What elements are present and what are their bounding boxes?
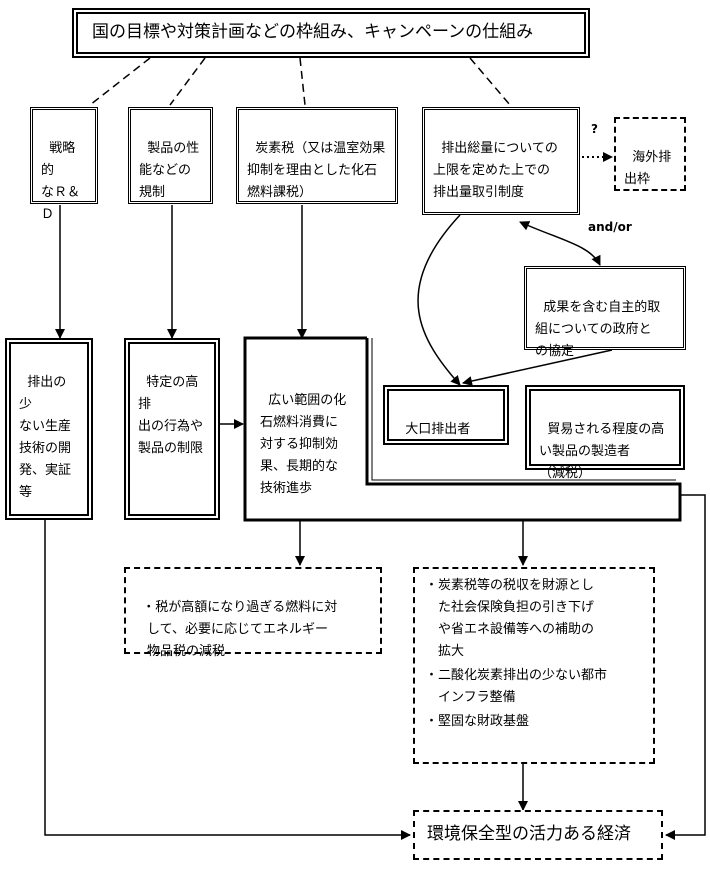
product-limit-box: 特定の高排 出の行為や 製品の制限 — [124, 338, 220, 520]
emissions-trading-text: 排出総量についての 上限を定めた上での 排出量取引制度 — [433, 141, 558, 200]
revenue-use-item: ・堅固な財政基盤 — [425, 714, 530, 729]
revenue-use-item: ・炭素税等の税収を財源とし た社会保険負担の引き下げ や省エネ設備等への補助の … — [425, 578, 595, 659]
emissions-trading-box: 排出総量についての 上限を定めた上での 排出量取引制度 — [422, 107, 580, 215]
title-dashed-links — [89, 57, 511, 106]
low-emission-tech-text: 排出の少 ない生産 技術の開 発、実証等 — [19, 375, 72, 500]
left-to-economy-arrow — [44, 520, 411, 840]
and-or-label: and/or — [588, 220, 632, 234]
agreement-to-emitters-arrow — [462, 349, 613, 386]
question-mark: ? — [591, 122, 598, 136]
andor-arrow — [519, 221, 601, 266]
green-economy-text: 環境保全型の活力ある経済 — [427, 824, 631, 844]
trading-to-emitters-arrow — [417, 214, 461, 386]
large-emitters-box: 大口排出者 — [383, 385, 509, 445]
low-emission-tech-box: 排出の少 ない生産 技術の開 発、実証等 — [5, 338, 93, 520]
down-arrows — [55, 205, 528, 811]
revenue-uses-box: ・炭素税等の税収を財源とし た社会保険負担の引き下げ や省エネ設備等への補助の … — [413, 567, 655, 764]
broad-effect-box: 広い範囲の化 石燃料消費に 対する抑制効 果、長期的な 技術進歩 — [252, 362, 380, 496]
product-limit-text: 特定の高排 出の行為や 製品の制限 — [138, 375, 204, 456]
broad-effect-outline — [243, 336, 682, 522]
traded-goods-box: 貿易される程度の高 い製品の製造者 （減税） — [525, 385, 685, 481]
rnd-text: 戦略的 なＲ＆ Ｄ — [41, 141, 81, 222]
voluntary-agreement-box: 成果を含む自主的取 組についての政府と の協定 — [524, 266, 686, 359]
carbon-tax-box: 炭素税（又は温室効果 抑制を理由とした化石 燃料課税） — [236, 107, 398, 204]
energy-tax-reduction-box: ・税が高額になり過ぎる燃料に対 して、必要に応じてエネルギー 物品税の減税 — [124, 567, 382, 659]
product-regulation-box: 製品の性 能などの 規制 — [128, 107, 213, 204]
right-to-economy-arrow — [665, 494, 706, 840]
green-economy-box: 環境保全型の活力ある経済 — [413, 810, 663, 860]
framework-title-text: 国の目標や対策計画などの枠組み、キャンペーンの仕組み — [92, 22, 534, 42]
framework-title: 国の目標や対策計画などの枠組み、キャンペーンの仕組み — [72, 8, 590, 58]
traded-goods-text: 貿易される程度の高 い製品の製造者 （減税） — [539, 422, 665, 481]
revenue-uses-list: ・炭素税等の税収を財源とし た社会保険負担の引き下げ や省エネ設備等への補助の … — [415, 569, 653, 741]
revenue-use-item: ・二酸化炭素排出の少ない都市 インフラ整備 — [425, 668, 608, 705]
voluntary-agreement-text: 成果を含む自主的取 組についての政府と の協定 — [535, 300, 661, 359]
overseas-credits-box: 海外排 出枠 — [614, 117, 686, 191]
carbon-tax-text: 炭素税（又は温室効果 抑制を理由とした化石 燃料課税） — [247, 141, 386, 200]
rnd-box: 戦略的 なＲ＆ Ｄ — [30, 107, 98, 222]
broad-effect-text: 広い範囲の化 石燃料消費に 対する抑制効 果、長期的な 技術進歩 — [260, 393, 347, 496]
energy-tax-reduction-text: ・税が高額になり過ぎる燃料に対 して、必要に応じてエネルギー 物品税の減税 — [142, 600, 338, 659]
overseas-credits-text: 海外排 出枠 — [624, 150, 672, 187]
product-regulation-text: 製品の性 能などの 規制 — [139, 141, 200, 200]
large-emitters-text: 大口排出者 — [405, 422, 471, 437]
